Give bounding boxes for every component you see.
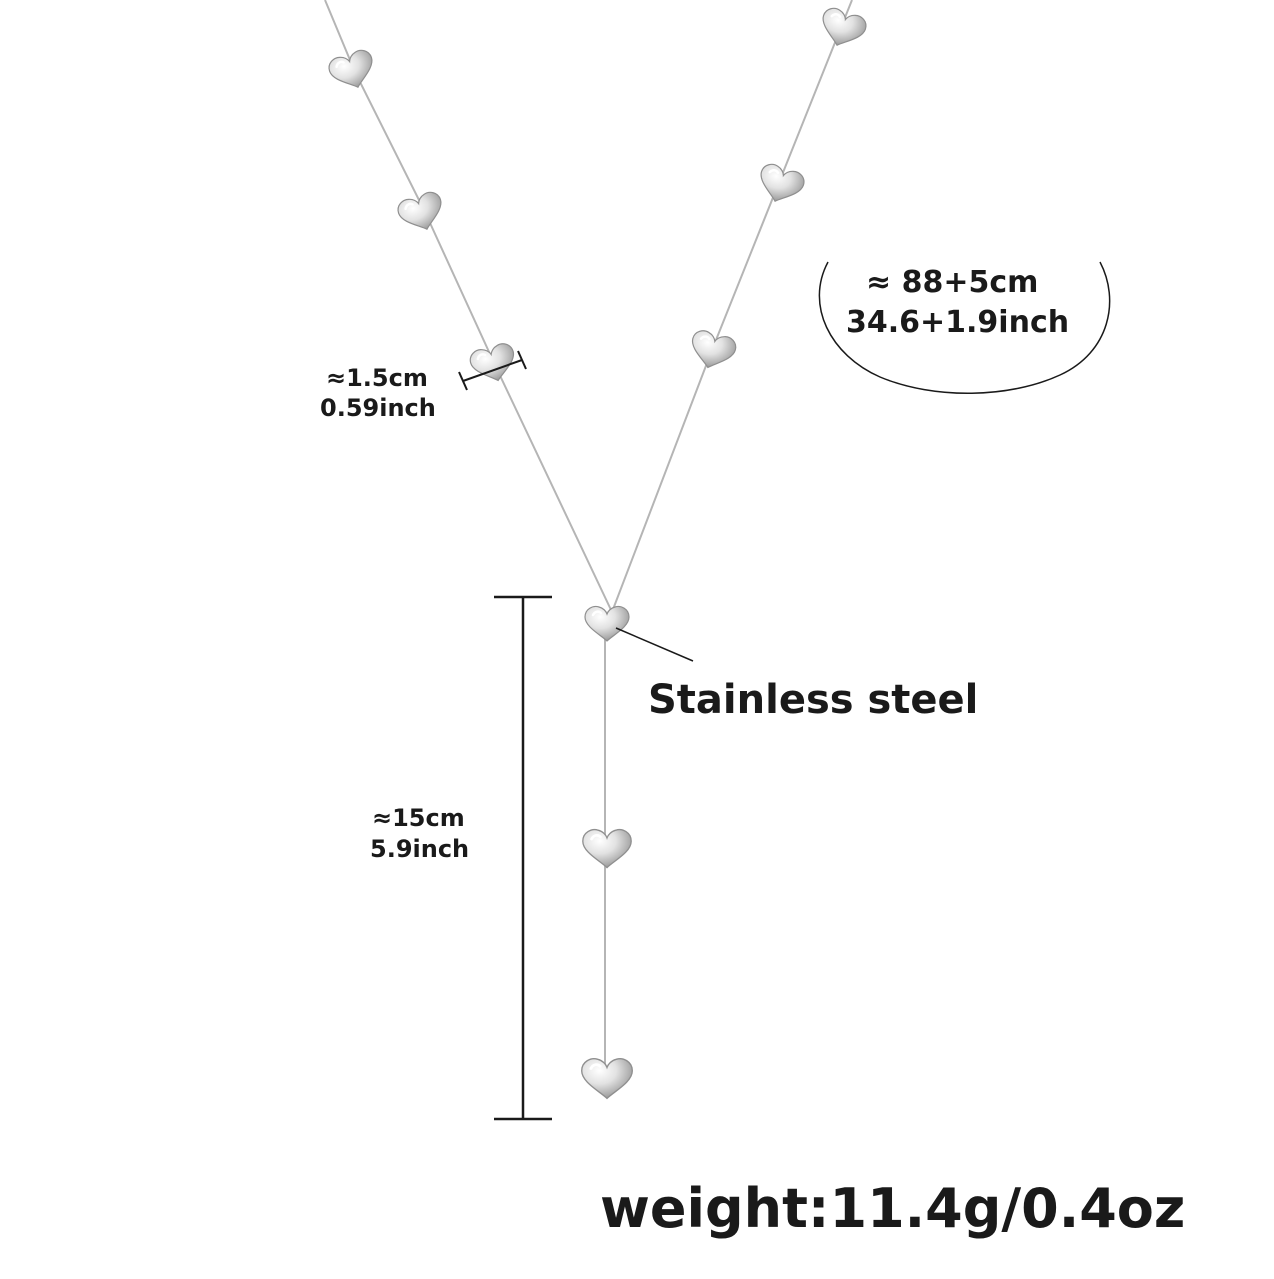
pendant-width-inch: 0.59inch (320, 394, 436, 422)
chain-right (611, 0, 853, 613)
length-ellipse-arc (818, 261, 1111, 394)
heart-pendant (814, 4, 870, 54)
heart-pendant (394, 188, 450, 238)
heart-pendant (581, 828, 633, 869)
material-pointer-line (615, 627, 694, 662)
drop-length-inch: 5.9inch (370, 835, 470, 863)
material-label: Stainless steel (648, 677, 979, 723)
heart-pendant (752, 160, 808, 210)
drop-length-bracket (494, 595, 552, 1121)
chain-left (324, 0, 613, 613)
heart-pendant (325, 46, 381, 96)
pendant-width-marker (458, 350, 527, 391)
total-length-cm: ≈ 88+5cm (866, 265, 1039, 300)
pendant-width-cm: ≈1.5cm (326, 364, 428, 392)
drop-length-cm: ≈15cm (372, 804, 465, 832)
heart-pendant (580, 1057, 634, 1100)
heart-pendant (685, 327, 740, 375)
total-length-inch: 34.6+1.9inch (846, 305, 1070, 340)
heart-pendant-center (583, 605, 631, 643)
weight-label: weight:11.4g/0.4oz (600, 1177, 1186, 1240)
